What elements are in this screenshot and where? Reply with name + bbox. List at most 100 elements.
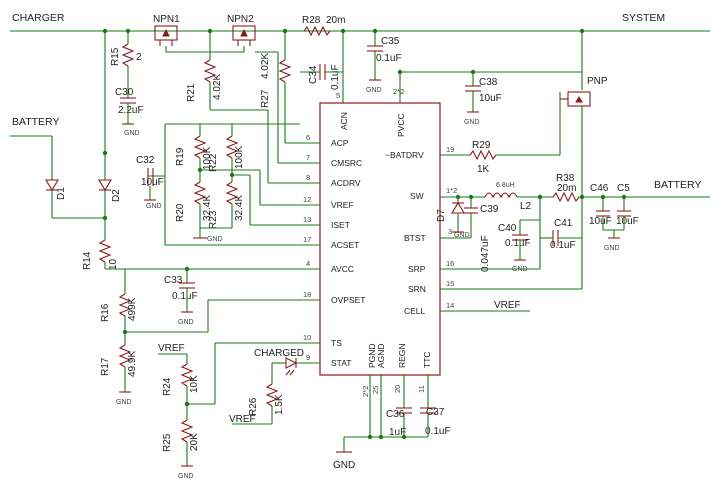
d7-label: D7 (436, 209, 447, 222)
pnp-label: PNP (587, 76, 608, 87)
npn2-transistor: NPN2 (227, 14, 256, 46)
d2-diode: D2 (98, 179, 122, 202)
pin-stat: STAT (331, 358, 351, 368)
c30-ground: GND (122, 123, 140, 137)
r26-value: 1.5K (274, 394, 285, 415)
pin-ttc-num: 11 (417, 385, 426, 393)
pin-batdrv: ~BATDRV (385, 150, 424, 160)
c39-value: 0.047uF (480, 235, 491, 272)
c30-value: 2.2uF (118, 105, 144, 116)
pin-btst-num: 3 (448, 227, 452, 236)
r22-value: 100K (234, 145, 245, 169)
r22-resistor: R22 100K (208, 135, 245, 172)
pin-btst: BTST (404, 233, 426, 243)
r26-label: R26 (248, 397, 259, 416)
c5-value: 10uF (616, 216, 639, 227)
c34-label: C34 (308, 65, 319, 84)
svg-text:GND: GND (207, 236, 223, 243)
l2-label: L2 (520, 201, 532, 212)
svg-text:GND: GND (178, 473, 194, 480)
r20-label: R20 (175, 203, 186, 222)
pin-ttc: TTC (422, 351, 432, 368)
r29-resistor: R29 1K (469, 140, 497, 175)
r22-label: R22 (208, 153, 219, 172)
svg-text:GND: GND (464, 119, 480, 126)
r27-value: 4.02K (260, 53, 271, 79)
r19-value: 100K (202, 146, 213, 170)
r25-label: R25 (162, 433, 173, 452)
c34-value: 0.1uF (330, 64, 341, 90)
c38-capacitor: C38 10uF (465, 77, 502, 104)
c37-value: 0.1uF (425, 426, 451, 437)
r14-value: 10 (108, 258, 119, 270)
svg-text:GND: GND (604, 245, 620, 252)
net-label-vref-ts: VREF (158, 343, 185, 354)
r27-resistor: R27 4.02K (260, 53, 292, 108)
c32-value: 10uF (141, 177, 164, 188)
svg-text:GND: GND (146, 203, 162, 210)
svg-text:GND: GND (454, 232, 470, 239)
c33-capacitor: C33 0.1uF (164, 275, 198, 302)
r28-label: R28 (302, 15, 321, 26)
l2-inductor: 6.8uH L2 (484, 182, 532, 212)
c46-value: 10uF (589, 216, 612, 227)
pin-srn-num: 15 (446, 279, 454, 288)
c40-label: C40 (498, 223, 517, 234)
r14-label: R14 (82, 251, 93, 270)
pin-acn-num: 5 (336, 91, 340, 100)
charged-led: CHARGED (254, 348, 304, 376)
pin-vref: VREF (331, 200, 354, 210)
c5-capacitor: C5 10uF (616, 183, 639, 227)
net-label-battery-left: BATTERY (12, 116, 59, 128)
pin-pvcc-num: 2*2 (393, 87, 404, 96)
pin-acdrv: ACDRV (331, 178, 361, 188)
pin-ts-num: 10 (303, 333, 311, 342)
c30-label: C30 (115, 87, 134, 98)
net-label-battery-right: BATTERY (654, 179, 701, 191)
pin-acp: ACP (331, 138, 349, 148)
c33-value: 0.1uF (172, 291, 198, 302)
r15-label: R15 (110, 47, 121, 66)
c41-value: 0.1uF (550, 240, 576, 251)
charger-rail (10, 28, 710, 34)
pin-agnd: AGND (376, 343, 386, 368)
pin-acdrv-num: 8 (306, 173, 310, 182)
r21-value: 4.02K (212, 74, 223, 100)
r15-resistor: R15 2 (110, 43, 142, 67)
net-label-charger: CHARGER (12, 12, 65, 24)
c33-label: C33 (164, 275, 183, 286)
pin-iset: ISET (331, 220, 350, 230)
pin-acp-num: 6 (306, 133, 310, 142)
r23-value: 32.4K (234, 195, 245, 221)
pin-vref-num: 12 (303, 195, 311, 204)
pin-agnd-num: 25 (371, 386, 380, 394)
pin-ovpset: OVPSET (331, 295, 365, 305)
r25-value: 20K (189, 433, 200, 451)
pin-pvcc: PVCC (396, 113, 406, 137)
r23-resistor: R23 32.4K (208, 181, 245, 229)
c39-label: C39 (480, 204, 499, 215)
pin-sw: SW (410, 191, 424, 201)
charger-ic: ACN 5 PVCC 2*2 ACP 6 CMSRC 7 ACDRV 8 VRE… (303, 87, 457, 397)
c35-capacitor: C35 0.1uF (367, 36, 402, 64)
svg-text:GND: GND (366, 87, 382, 94)
net-label-vref-cell: VREF (494, 300, 521, 311)
r17-label: R17 (100, 357, 111, 376)
r29-label: R29 (472, 140, 491, 151)
r17-value: 49.9K (127, 351, 138, 377)
r26-resistor: R26 1.5K (248, 383, 285, 416)
pin-iset-num: 13 (303, 215, 311, 224)
r21-label: R21 (186, 83, 197, 102)
r28-resistor: R28 20m (302, 15, 345, 37)
c32-capacitor: C32 10uF (136, 155, 164, 188)
c40-capacitor: C40 0.1uF (498, 223, 531, 249)
net-label-vref-led: VREF (229, 414, 256, 425)
npn1-label: NPN1 (153, 14, 180, 25)
l2-value: 6.8uH (496, 182, 515, 189)
r23-label: R23 (208, 210, 219, 229)
r17-resistor: R17 49.9K (100, 344, 138, 377)
r20-value: 32.4K (202, 195, 213, 221)
c40-value: 0.1uF (505, 238, 531, 249)
main-ground: GND (333, 451, 355, 471)
